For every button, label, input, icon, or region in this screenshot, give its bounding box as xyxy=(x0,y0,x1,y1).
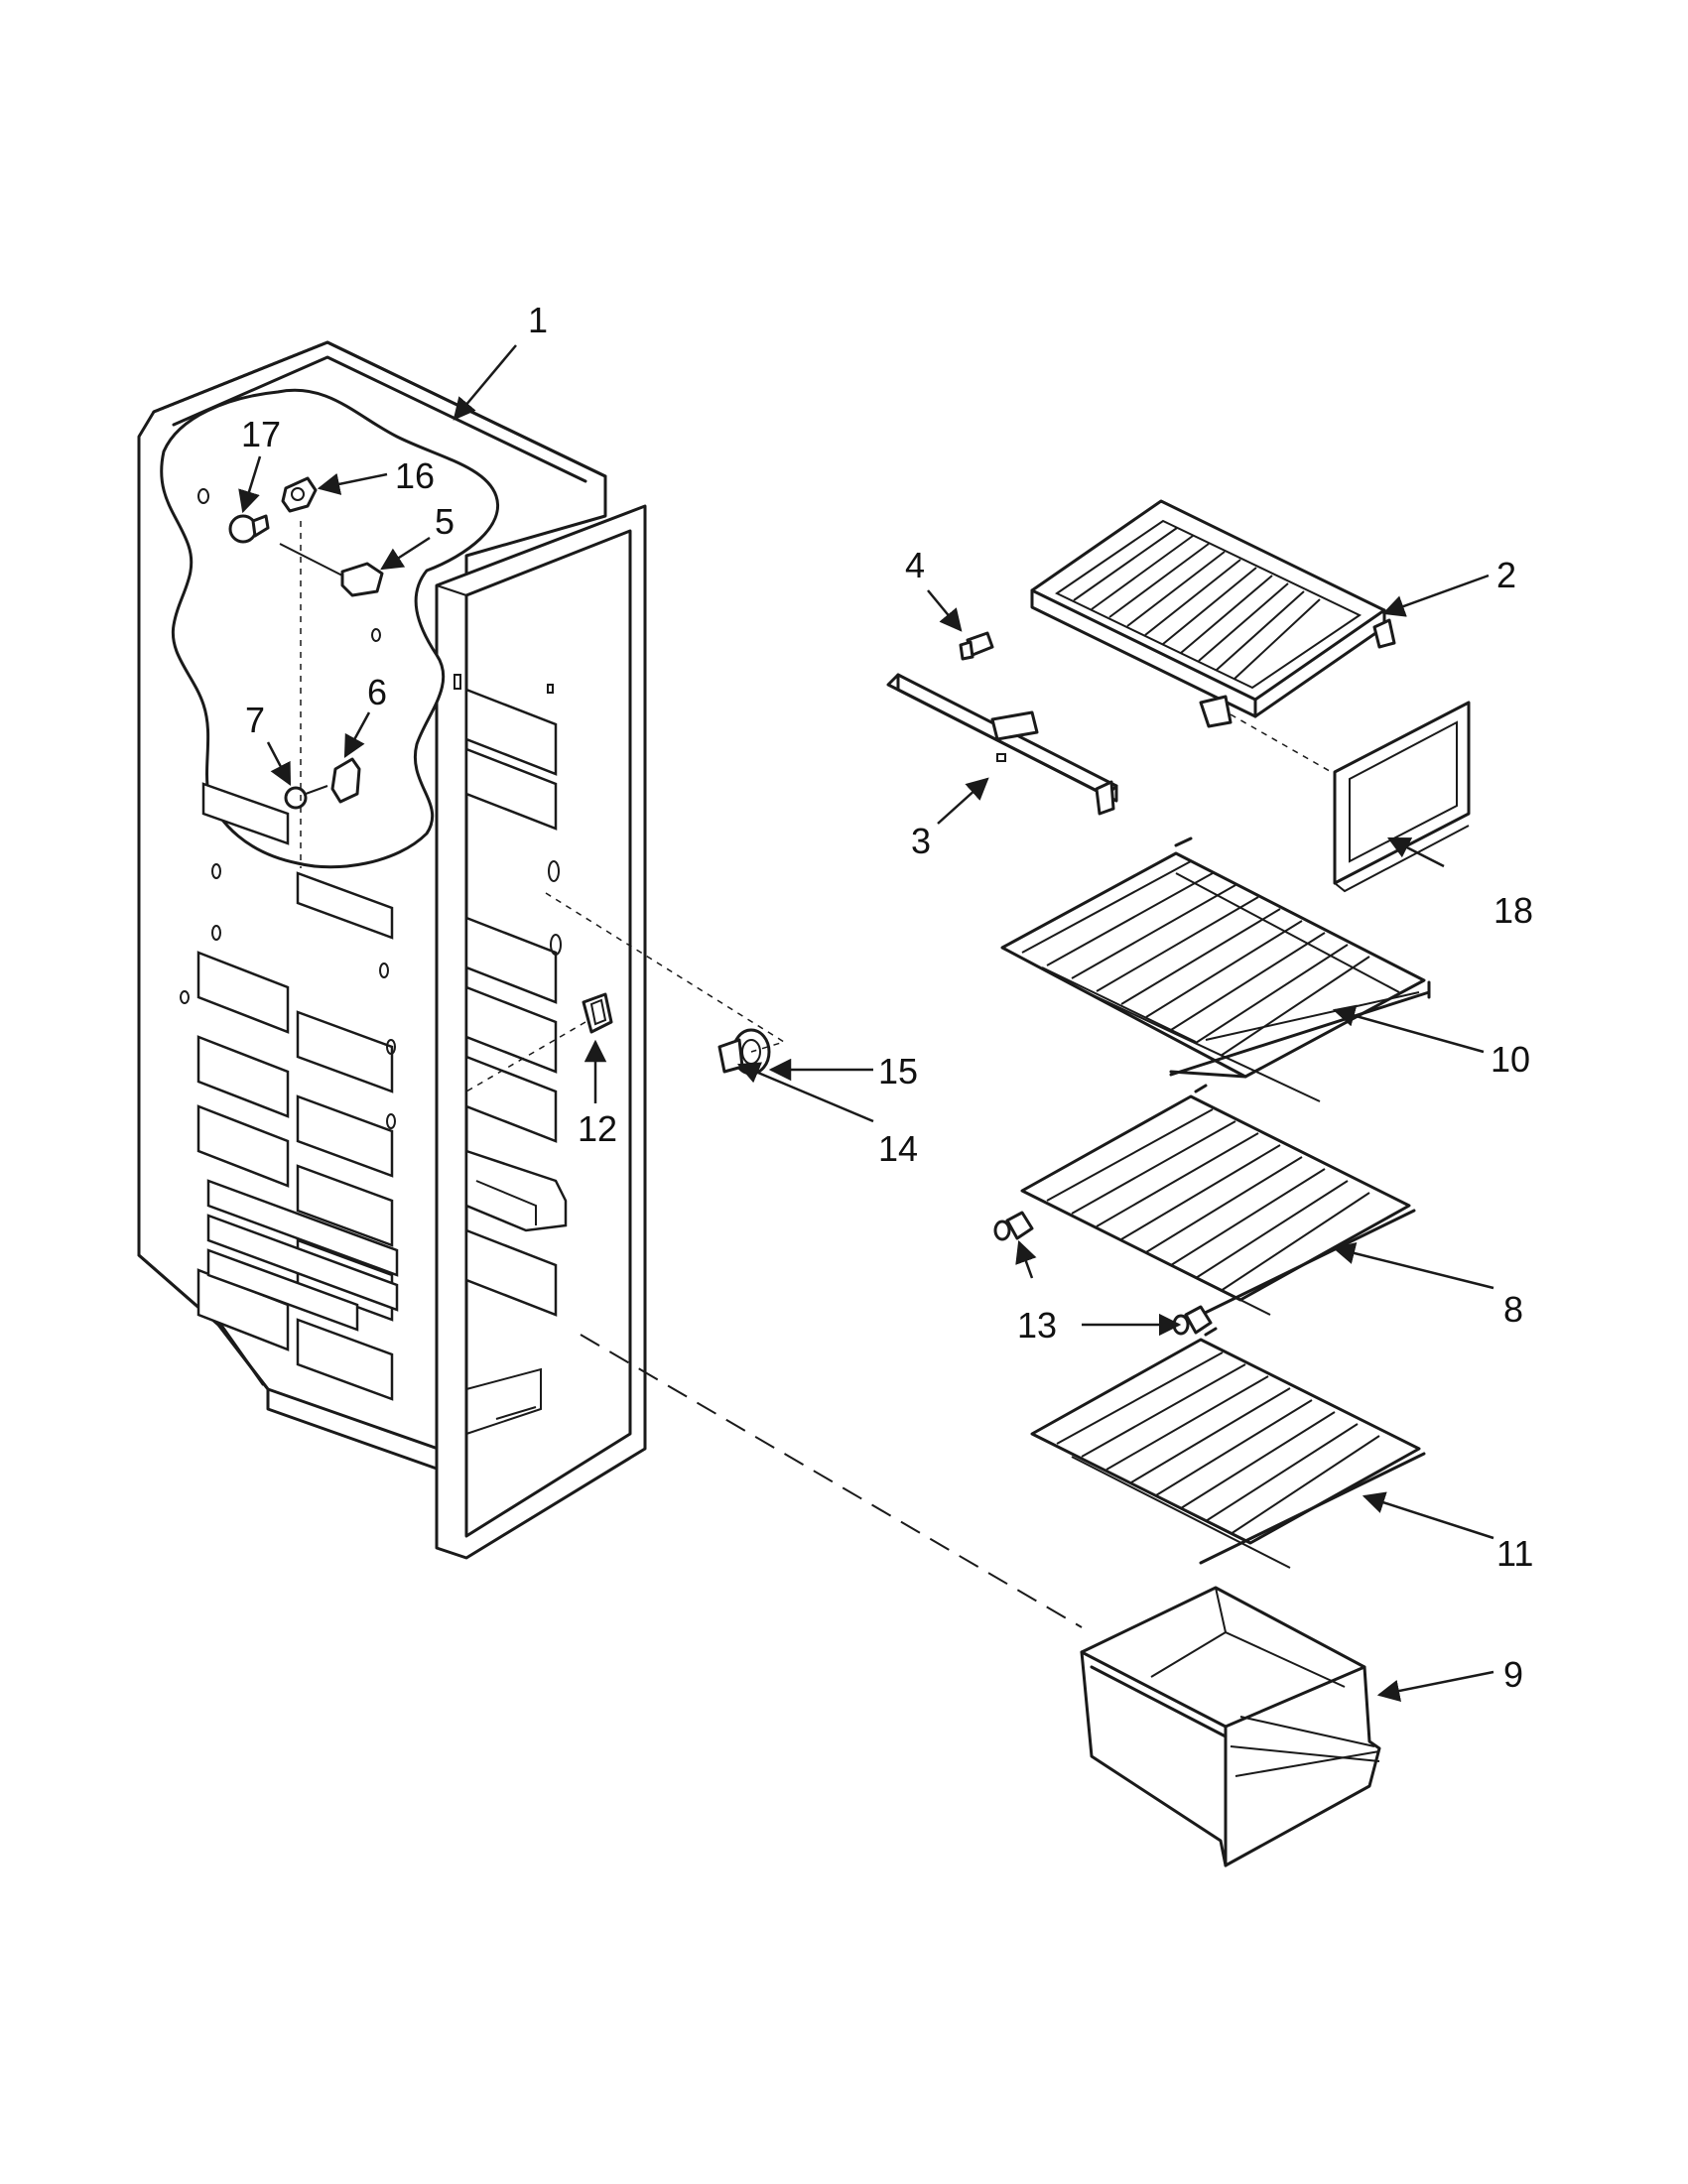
freezer-liner xyxy=(137,340,647,1560)
light-bulb-part-17 xyxy=(228,514,270,544)
freezer-bin-part-9 xyxy=(1080,1586,1381,1867)
liner-holes xyxy=(180,488,396,1129)
wire-shelf-part-11 xyxy=(1030,1327,1426,1569)
clip-part-6 xyxy=(330,757,361,804)
callout-14: 14 xyxy=(878,1128,918,1169)
callout-3: 3 xyxy=(911,821,931,861)
wire-shelf-part-10 xyxy=(1000,836,1431,1102)
callout-18: 18 xyxy=(1493,890,1533,931)
callout-12: 12 xyxy=(578,1108,617,1149)
callout-7: 7 xyxy=(245,700,265,740)
screw-part-4 xyxy=(959,631,994,661)
liner-left-slots xyxy=(196,782,399,1401)
callout-10: 10 xyxy=(1491,1039,1530,1080)
dash-2-to-18 xyxy=(1230,713,1336,775)
callout-11: 11 xyxy=(1496,1533,1533,1574)
callout-17: 17 xyxy=(241,414,281,454)
callout-1: 1 xyxy=(528,300,548,340)
shelf-frame-part-2 xyxy=(1030,499,1396,728)
crisper-cover-part-18 xyxy=(1333,701,1471,893)
callout-labels: 1 2 3 4 5 6 7 8 9 10 11 12 13 14 15 16 1… xyxy=(241,300,1533,1695)
callout-6: 6 xyxy=(367,672,387,712)
callout-8: 8 xyxy=(1503,1289,1523,1330)
callout-2: 2 xyxy=(1496,555,1516,595)
callout-16: 16 xyxy=(395,455,435,496)
callout-9: 9 xyxy=(1503,1654,1523,1695)
leader-lines xyxy=(238,344,1494,1703)
liner-inner-slots xyxy=(454,674,568,1317)
callout-13: 13 xyxy=(1017,1305,1057,1346)
switch-part-5 xyxy=(279,543,384,597)
callout-5: 5 xyxy=(435,501,454,542)
connector-part-12 xyxy=(582,992,613,1034)
callout-4: 4 xyxy=(905,545,925,585)
dash-liner-to-bin xyxy=(580,1334,1083,1628)
callout-15: 15 xyxy=(878,1051,918,1092)
screw-part-7 xyxy=(284,785,328,810)
wire-shelf-part-8 xyxy=(1020,1084,1416,1322)
end-cap-part-13 xyxy=(993,1211,1213,1336)
shelf-bracket-part-3 xyxy=(886,673,1118,816)
light-socket-part-16 xyxy=(281,476,318,513)
